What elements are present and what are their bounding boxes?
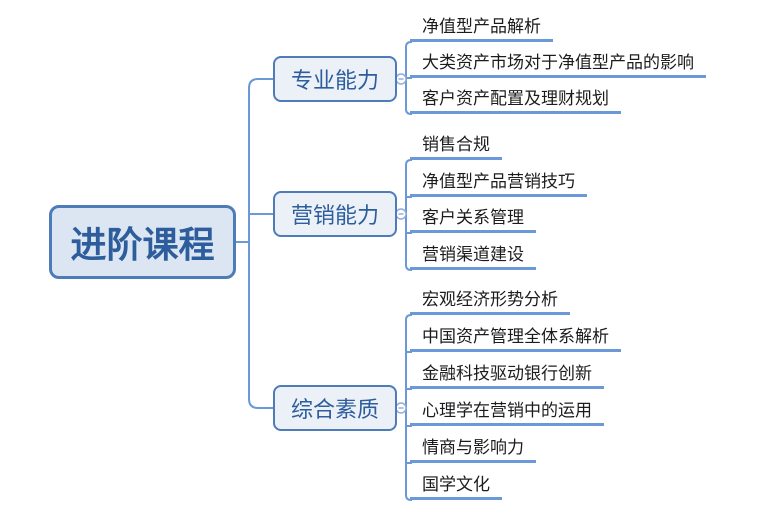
collapse-button[interactable] — [395, 402, 407, 414]
leaf-topic[interactable]: 宏观经济形势分析 — [410, 288, 570, 315]
leaf-topic[interactable]: 净值型产品解析 — [410, 15, 553, 42]
leaf-topic[interactable]: 营销渠道建设 — [410, 243, 536, 270]
leaf-topic[interactable]: 销售合规 — [410, 133, 502, 160]
root-node[interactable]: 进阶课程 — [49, 205, 236, 279]
leaf-topic[interactable]: 心理学在营销中的运用 — [410, 399, 604, 426]
leaf-topic[interactable]: 大类资产市场对于净值型产品的影响 — [410, 51, 706, 78]
leaf-topic[interactable]: 国学文化 — [410, 473, 502, 500]
connector-path — [248, 78, 273, 409]
leaf-topic[interactable]: 净值型产品营销技巧 — [410, 170, 587, 197]
leaf-topic[interactable]: 客户资产配置及理财规划 — [410, 87, 621, 114]
leaf-topic[interactable]: 金融科技驱动银行创新 — [410, 362, 604, 389]
leaf-topic[interactable]: 情商与影响力 — [410, 436, 536, 463]
branch-node-marketing[interactable]: 营销能力 — [273, 191, 397, 237]
branch-node-comprehensive[interactable]: 综合素质 — [273, 385, 397, 431]
collapse-button[interactable] — [395, 73, 407, 85]
leaf-topic[interactable]: 客户关系管理 — [410, 206, 536, 233]
collapse-button[interactable] — [395, 208, 407, 220]
leaf-topic[interactable]: 中国资产管理全体系解析 — [410, 325, 621, 352]
branch-node-professional[interactable]: 专业能力 — [273, 56, 397, 102]
